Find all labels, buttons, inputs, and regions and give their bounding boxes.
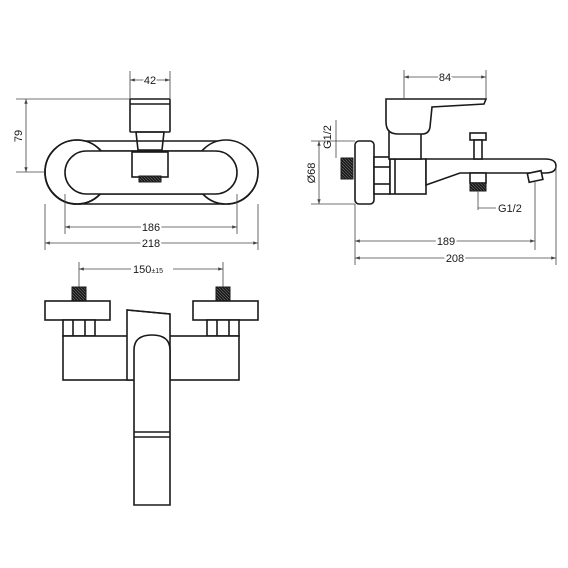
dim-side-total-length: 208 [446,253,464,265]
side-diverter-knob [469,132,487,141]
dim-side-thread-lower: G1/2 [498,203,522,215]
front-right-inlet-thread [215,286,231,302]
front-spout [133,334,171,506]
dim-top-total-width: 218 [142,238,160,250]
dim-side-handle-width: 84 [439,72,451,84]
side-hand-shower-thread [469,182,487,192]
side-body [389,158,427,195]
dim-top-height: 79 [13,130,25,142]
side-view: 84 G1/2 Ø68 G1/2 189 208 [306,70,557,267]
side-hex-nut [373,156,391,195]
dim-top-handle-width: 42 [144,75,156,87]
front-left-wall-plate [44,300,111,321]
front-right-wall-plate [192,300,259,321]
top-aerator [138,175,162,183]
side-handle-lever [385,98,488,135]
side-wall-plate [354,140,375,205]
side-wall-thread [340,157,354,180]
dim-top-inner-width: 186 [142,222,160,234]
dim-front-spacing-label: 150±15 [133,264,163,276]
dim-side-diameter: Ø68 [306,163,318,184]
front-left-inlet-thread [71,286,87,302]
front-view: 150±15 [44,261,259,506]
top-cartridge [135,131,165,151]
dim-side-spout-length: 189 [437,236,455,248]
dim-side-thread-upper: G1/2 [322,125,334,149]
top-spout-body [131,151,169,178]
side-spout-outlet [526,169,544,184]
front-left-hex-nut [62,319,96,337]
front-right-hex-nut [206,319,240,337]
top-view: 42 79 186 218 [13,71,259,252]
dim-front-spacing-tolerance: ±15 [151,268,163,275]
dim-front-spacing: 150 [133,264,151,276]
